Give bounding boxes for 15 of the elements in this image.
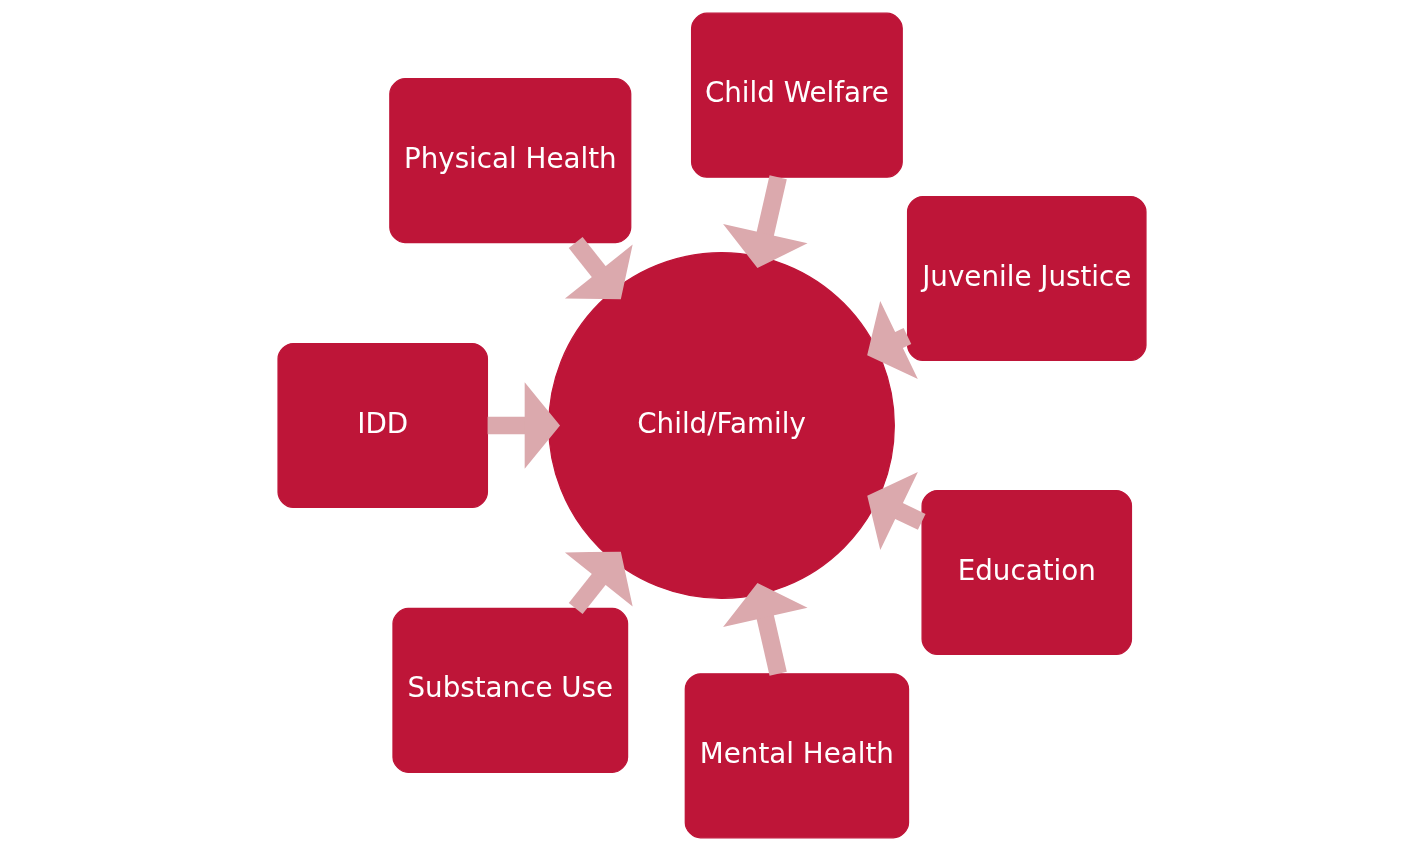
arrow [564, 551, 633, 614]
arrow [564, 237, 633, 300]
arrow [723, 582, 808, 676]
node-box: IDD [277, 342, 489, 509]
arrow [867, 300, 918, 380]
node-box: Juvenile Justice [906, 195, 1147, 362]
arrow [487, 382, 561, 469]
node-box: Mental Health [684, 673, 910, 839]
arrow [723, 175, 808, 269]
arrow [867, 472, 926, 551]
node-box: Education [921, 489, 1133, 656]
node-box: Substance Use [392, 607, 629, 773]
node-box: Physical Health [389, 78, 632, 244]
node-circle: Child/Family [548, 252, 895, 599]
node-box: Child Welfare [690, 12, 903, 178]
